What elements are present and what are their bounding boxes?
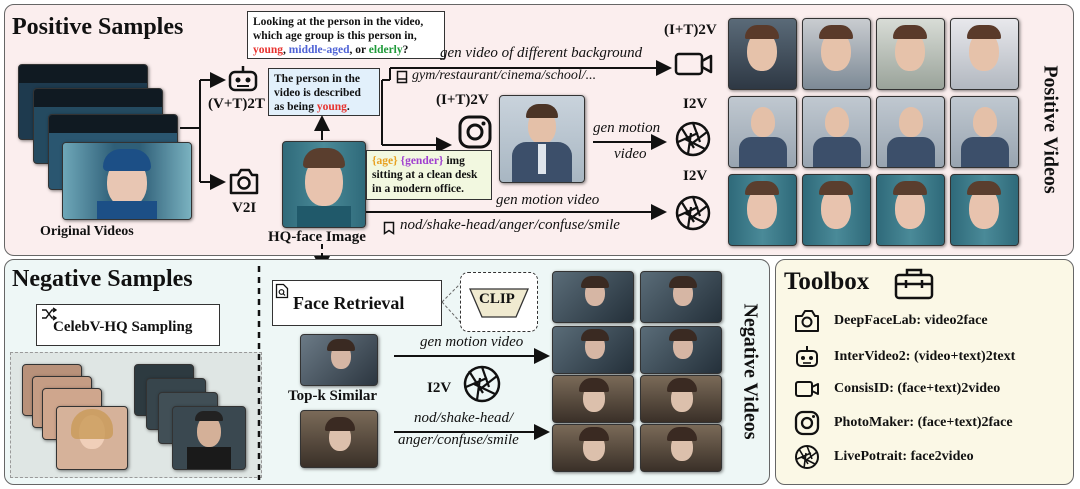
neg-gen-motion-video-label: gen motion video [420,334,524,350]
toolbox-item-photomaker: PhotoMaker: (face+text)2face [794,410,1013,436]
video-camera-icon [795,381,819,397]
shuffle-icon [42,307,57,321]
age-answer-callout: The person in the video is described as … [268,68,380,116]
positive-samples-title: Positive Samples [12,14,184,40]
toolbox-item-liveportrait: LivePotrait: face2video [794,444,974,470]
i2v-bottom-label: I2V [683,168,708,184]
face-retrieval-box: Face Retrieval [272,280,442,326]
photomaker-icon [458,115,492,149]
aperture-icon [675,121,711,157]
bookmark-icon [396,70,408,84]
camera-icon [795,310,819,332]
gen-motion-label: gen motion [593,120,661,136]
hq-face-label: HQ-face Image [268,229,366,245]
topk-similar-label: Top-k Similar [288,388,378,404]
document-search-icon [275,283,289,299]
hq-face-image [282,141,366,228]
camera-icon [229,168,259,195]
toolbox-item-intervideo2: InterVideo2: (video+text)2text [794,344,1015,370]
toolbox-item-deepfacelab: DeepFaceLab: video2face [794,308,988,334]
gen-motion-video-label: gen motion video [496,192,600,208]
neg-motion-options-2: anger/confuse/smile [398,432,519,448]
toolbox-title: Toolbox [784,268,870,295]
aperture-icon-2 [675,195,711,231]
age-question-callout: Looking at the person in the video, whic… [247,11,445,59]
toolbox-item-consisid: ConsisID: (face+text)2video [794,376,1000,402]
negative-videos-side-title: Negative Videos [739,303,762,440]
clip-encoder-shape [469,288,529,318]
robot-icon [796,346,818,367]
motion-options: nod/shake-head/anger/confuse/smile [400,217,620,233]
photomaker-icon [794,410,820,436]
toolbox-panel: Toolbox DeepFaceLab: video2face InterVid… [775,259,1074,485]
i2v-mid-label: I2V [683,96,708,112]
negative-samples-title: Negative Samples [12,266,193,292]
robot-icon [228,66,258,92]
v2i-label: V2I [232,200,257,216]
celebv-sampling-box: CelebV-HQ Sampling [36,304,220,346]
it2v-mid-label: (I+T)2V [436,92,489,108]
vt2t-label: (V+T)2T [208,96,265,112]
gen-motion-video-word: video [614,146,647,162]
gen-background-label: gen video of different background [440,45,643,61]
prompt-callout: {age} {gender} img sitting at a clean de… [366,150,492,200]
neg-motion-options-1: nod/shake-head/ [414,410,514,426]
office-portrait-image [499,95,585,183]
aperture-icon [795,445,819,469]
background-options: gym/restaurant/cinema/school/... [412,68,597,83]
it2v-top-label: (I+T)2V [664,22,717,38]
original-videos-label: Original Videos [40,224,134,239]
bookmark-icon-2 [383,221,395,235]
neg-i2v-label: I2V [427,380,452,396]
topk-similar-image-2 [300,410,378,468]
toolbox-icon [894,268,934,300]
clip-module: CLIP [460,272,538,332]
topk-similar-image-1 [300,334,378,386]
video-camera-icon [674,52,713,76]
divider-line [257,266,261,480]
aperture-icon-3 [463,365,501,403]
